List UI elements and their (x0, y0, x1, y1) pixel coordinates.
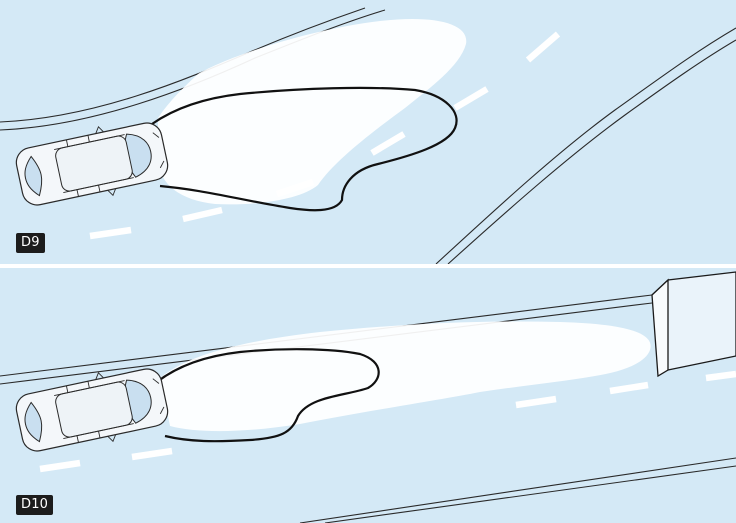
lane-dash (453, 86, 489, 111)
illuminated-area (160, 321, 651, 432)
panel-d10: D10 (0, 268, 736, 523)
scene-d9-illustration (0, 7, 736, 264)
road-edge-bottom-inner (324, 465, 736, 523)
lane-dash (609, 381, 649, 395)
beam-pattern-outline (151, 348, 380, 443)
lane-dash (89, 226, 132, 240)
lane-dash (182, 206, 223, 223)
car (15, 368, 169, 452)
car (15, 122, 169, 206)
panel-label-d10: D10 (16, 495, 54, 515)
illuminated-area (158, 18, 467, 205)
panel-d9: D9 (0, 0, 736, 264)
beam-pattern-outline (151, 86, 458, 212)
lane-dash (705, 370, 736, 382)
lane-dash (39, 459, 81, 473)
vehicle-front (651, 278, 669, 378)
scene-d10-illustration (0, 271, 736, 523)
lane-markings (39, 370, 736, 473)
lane-dash (515, 395, 557, 409)
panel-label-d9: D9 (16, 233, 45, 253)
road-edge-right-inner (447, 39, 736, 264)
oncoming-vehicle (651, 271, 736, 378)
road-edge-bottom (299, 457, 736, 523)
lane-dash (131, 447, 173, 461)
lane-dash (525, 31, 561, 63)
road-edge-right (435, 27, 736, 264)
lane-dash (370, 131, 406, 156)
